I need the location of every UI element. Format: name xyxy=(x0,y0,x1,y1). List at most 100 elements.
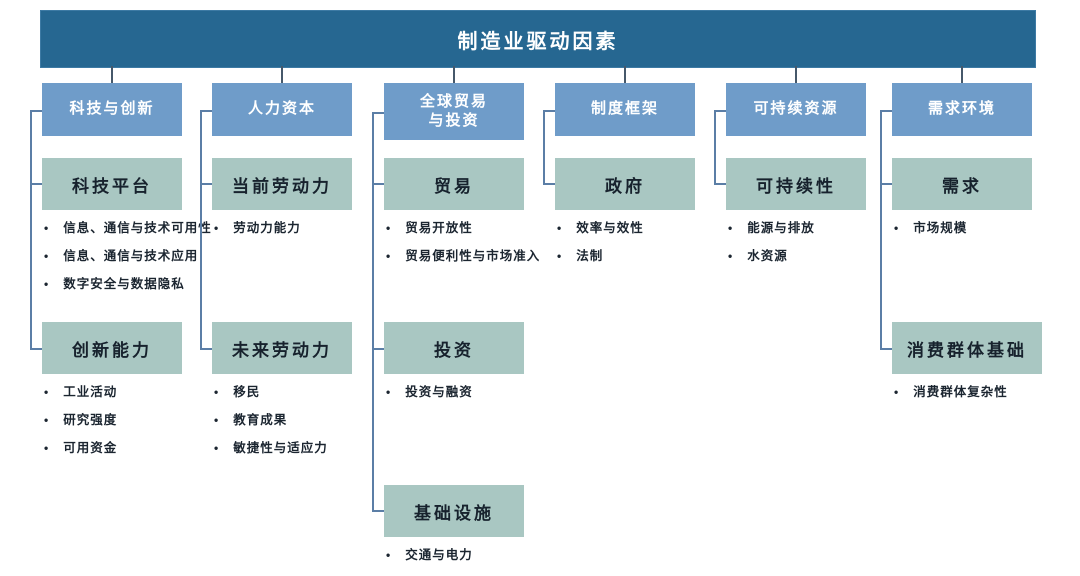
connector-line xyxy=(111,66,113,83)
bullet-list-investment: 投资与融资 xyxy=(382,381,473,400)
bullet-text: 效率与效性 xyxy=(576,221,644,235)
bullet-item: 能源与排放 xyxy=(724,217,815,236)
branch-label: 可持续资源 xyxy=(753,100,839,118)
leaf-node-innovation-capacity: 创新能力 xyxy=(42,322,182,374)
connector-line xyxy=(30,183,42,185)
bullet-item: 信息、通信与技术应用 xyxy=(40,245,212,264)
bullet-item: 劳动力能力 xyxy=(210,217,301,236)
bullet-text: 劳动力能力 xyxy=(233,221,301,235)
bullet-text: 法制 xyxy=(576,249,604,263)
root-node-label: 制造业驱动因素 xyxy=(457,30,619,53)
leaf-node-future-workforce: 未来劳动力 xyxy=(212,322,352,374)
branch-node-tech-innovation: 科技与创新 xyxy=(42,83,182,136)
connector-line xyxy=(880,348,892,350)
branch-node-demand-environment: 需求环境 xyxy=(892,83,1032,136)
connector-line xyxy=(961,66,963,83)
bullet-list-consumer-base: 消费群体复杂性 xyxy=(890,381,1008,400)
bullet-item: 研究强度 xyxy=(40,409,117,428)
branch-node-human-capital: 人力资本 xyxy=(212,83,352,136)
leaf-label: 可持续性 xyxy=(756,176,836,196)
bullet-item: 效率与效性 xyxy=(553,217,644,236)
connector-line xyxy=(880,183,892,185)
connector-line xyxy=(200,348,212,350)
bullet-text: 贸易开放性 xyxy=(405,221,473,235)
branch-label: 需求环境 xyxy=(927,100,996,118)
bullet-text: 研究强度 xyxy=(63,413,118,427)
bullet-item: 敏捷性与适应力 xyxy=(210,437,328,456)
leaf-label: 创新能力 xyxy=(72,340,152,360)
leaf-label: 未来劳动力 xyxy=(232,340,332,360)
branch-node-global-trade-investment: 全球贸易与投资 xyxy=(384,83,524,140)
leaf-node-tech-platform: 科技平台 xyxy=(42,158,182,210)
connector-line xyxy=(880,110,882,350)
leaf-label: 基础设施 xyxy=(414,503,494,523)
bullet-text: 敏捷性与适应力 xyxy=(233,441,328,455)
bullet-text: 能源与排放 xyxy=(747,221,815,235)
connector-line xyxy=(372,112,374,512)
connector-line xyxy=(372,183,384,185)
bullet-text: 交通与电力 xyxy=(405,548,473,562)
leaf-label: 科技平台 xyxy=(72,176,152,196)
bullet-item: 法制 xyxy=(553,245,644,264)
bullet-text: 市场规模 xyxy=(913,221,968,235)
bullet-item: 投资与融资 xyxy=(382,381,473,400)
connector-line xyxy=(714,110,726,112)
bullet-item: 消费群体复杂性 xyxy=(890,381,1008,400)
connector-line xyxy=(200,110,202,350)
bullet-text: 移民 xyxy=(233,385,261,399)
branch-node-sustainable-resources: 可持续资源 xyxy=(726,83,866,136)
connector-line xyxy=(624,66,626,83)
leaf-node-consumer-base: 消费群体基础 xyxy=(892,322,1042,374)
bullet-list-future-workforce: 移民 教育成果 敏捷性与适应力 xyxy=(210,381,328,456)
bullet-item: 工业活动 xyxy=(40,381,117,400)
leaf-label: 投资 xyxy=(434,340,474,360)
leaf-node-demand: 需求 xyxy=(892,158,1032,210)
leaf-label: 贸易 xyxy=(434,176,474,196)
bullet-text: 贸易便利性与市场准入 xyxy=(405,249,541,263)
leaf-label: 需求 xyxy=(942,176,982,196)
connector-line xyxy=(372,112,384,114)
bullet-item: 贸易便利性与市场准入 xyxy=(382,245,540,264)
bullet-list-infrastructure: 交通与电力 xyxy=(382,544,473,563)
connector-line xyxy=(372,510,384,512)
connector-line xyxy=(30,110,42,112)
bullet-list-tech-platform: 信息、通信与技术可用性 信息、通信与技术应用 数字安全与数据隐私 xyxy=(40,217,212,292)
connector-line xyxy=(30,348,42,350)
branch-label: 科技与创新 xyxy=(69,100,155,118)
branch-node-institutional-framework: 制度框架 xyxy=(555,83,695,136)
bullet-list-trade: 贸易开放性 贸易便利性与市场准入 xyxy=(382,217,540,264)
leaf-node-sustainability: 可持续性 xyxy=(726,158,866,210)
bullet-list-demand: 市场规模 xyxy=(890,217,967,236)
bullet-text: 水资源 xyxy=(747,249,788,263)
bullet-item: 贸易开放性 xyxy=(382,217,540,236)
connector-line xyxy=(30,110,32,350)
connector-line xyxy=(281,66,283,83)
bullet-text: 数字安全与数据隐私 xyxy=(63,277,185,291)
branch-label: 人力资本 xyxy=(247,100,316,118)
connector-line xyxy=(880,110,892,112)
bullet-item: 交通与电力 xyxy=(382,544,473,563)
bullet-list-innovation-capacity: 工业活动 研究强度 可用资金 xyxy=(40,381,117,456)
bullet-text: 信息、通信与技术应用 xyxy=(63,249,199,263)
leaf-node-investment: 投资 xyxy=(384,322,524,374)
root-node: 制造业驱动因素 xyxy=(40,10,1036,68)
leaf-node-government: 政府 xyxy=(555,158,695,210)
bullet-item: 数字安全与数据隐私 xyxy=(40,273,212,292)
bullet-item: 信息、通信与技术可用性 xyxy=(40,217,212,236)
bullet-item: 可用资金 xyxy=(40,437,117,456)
bullet-text: 教育成果 xyxy=(233,413,288,427)
bullet-text: 投资与融资 xyxy=(405,385,473,399)
leaf-node-trade: 贸易 xyxy=(384,158,524,210)
connector-line xyxy=(714,110,716,185)
bullet-item: 教育成果 xyxy=(210,409,328,428)
connector-line xyxy=(543,110,545,185)
bullet-text: 消费群体复杂性 xyxy=(913,385,1008,399)
bullet-text: 可用资金 xyxy=(63,441,118,455)
bullet-text: 工业活动 xyxy=(63,385,118,399)
connector-line xyxy=(543,110,555,112)
branch-label: 全球贸易与投资 xyxy=(419,92,488,129)
bullet-list-sustainability: 能源与排放 水资源 xyxy=(724,217,815,264)
connector-line xyxy=(543,183,555,185)
bullet-item: 移民 xyxy=(210,381,328,400)
